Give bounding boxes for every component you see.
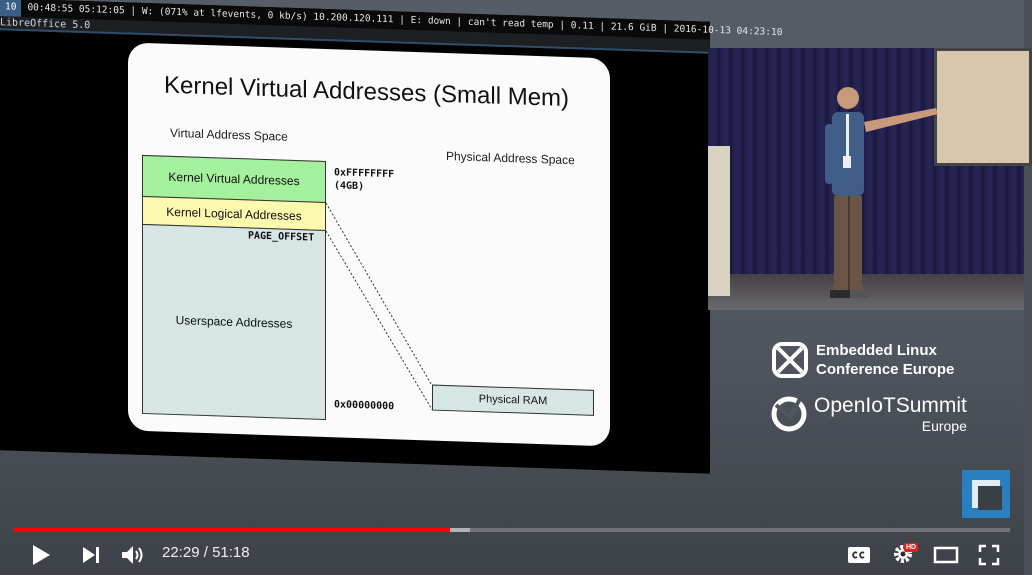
- channel-watermark-icon[interactable]: [962, 470, 1010, 518]
- settings-button[interactable]: HD: [888, 540, 919, 568]
- elc-logo-icon: [772, 342, 808, 378]
- theater-icon: [933, 546, 959, 564]
- mapping-line-top: [325, 202, 433, 386]
- openiot-logo-icon: [771, 396, 807, 432]
- addr-top: 0xFFFFFFFF: [334, 167, 395, 181]
- captions-button[interactable]: [846, 542, 872, 568]
- duration: 51:18: [212, 544, 250, 561]
- addr-bottom: 0x00000000: [334, 399, 395, 413]
- podium: [708, 146, 730, 296]
- elc-line1: Embedded Linux: [816, 342, 937, 359]
- app-title: LibreOffice 5.0: [0, 17, 91, 32]
- fullscreen-button[interactable]: [976, 542, 1002, 568]
- elc-line2: Conference Europe: [816, 361, 955, 378]
- region-kernel-virtual: Kernel Virtual Addresses: [142, 154, 326, 204]
- next-button[interactable]: [78, 542, 104, 568]
- hd-badge: HD: [904, 543, 919, 552]
- volume-button[interactable]: [118, 542, 148, 568]
- region-label: Kernel Virtual Addresses: [168, 169, 300, 189]
- camera-feed: [708, 48, 1032, 310]
- region-userspace: Userspace Addresses: [142, 223, 326, 421]
- time-display: 22:29 / 51:18: [162, 544, 250, 561]
- virtual-space-label: Virtual Address Space: [170, 125, 288, 144]
- addr-top-size: (4GB): [334, 180, 365, 193]
- region-label: Kernel Logical Addresses: [166, 204, 302, 223]
- mapping-line-bottom: [325, 230, 433, 410]
- settings-icon: [894, 545, 912, 563]
- addr-page-offset: PAGE_OFFSET: [248, 230, 315, 244]
- time-separator: /: [199, 544, 213, 561]
- event-logos: Embedded Linux Conference Europe OpenIoT…: [770, 336, 990, 446]
- region-label: Userspace Addresses: [175, 313, 293, 331]
- theater-mode-button[interactable]: [932, 542, 960, 568]
- physical-ram-box: Physical RAM: [432, 384, 594, 416]
- speaker-figure: [825, 87, 938, 298]
- play-icon: [33, 545, 50, 565]
- openiot-line2: Europe: [921, 418, 967, 434]
- workspace-indicator: 10: [0, 0, 22, 17]
- slide-title: Kernel Virtual Addresses (Small Mem): [164, 71, 570, 113]
- play-button[interactable]: [28, 542, 54, 568]
- captions-icon: [848, 547, 870, 563]
- projection-screen: [934, 48, 1032, 166]
- current-time: 22:29: [162, 544, 200, 561]
- openiot-line1: OpenIoTSummit: [814, 394, 967, 417]
- next-icon: [83, 547, 99, 563]
- physical-ram-label: Physical RAM: [478, 393, 548, 408]
- player-controls: 22:29 / 51:18 HD: [0, 534, 1024, 575]
- presentation-slide: Kernel Virtual Addresses (Small Mem) Vir…: [128, 42, 610, 447]
- physical-space-label: Physical Address Space: [446, 148, 575, 168]
- volume-icon: [122, 546, 143, 564]
- fullscreen-icon: [978, 544, 1000, 566]
- progress-bar[interactable]: [14, 528, 1010, 532]
- progress-played: [14, 528, 450, 532]
